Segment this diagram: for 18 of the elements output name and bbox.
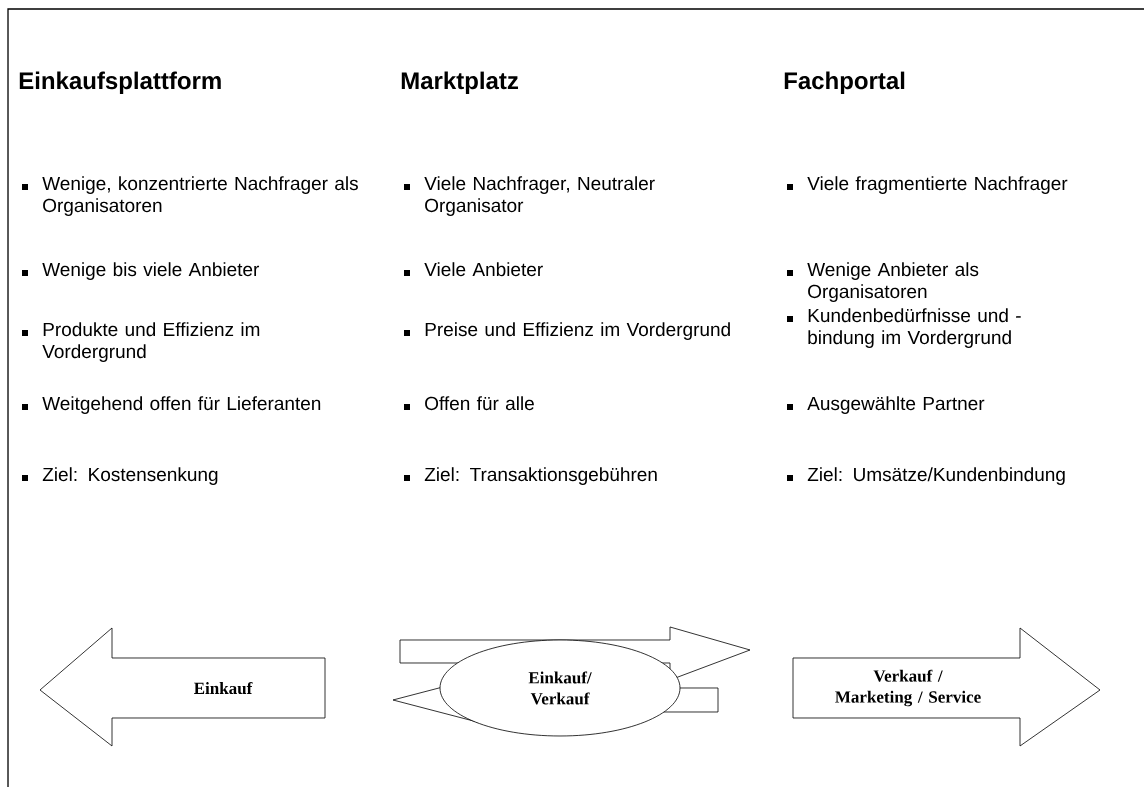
bullet-text: Wenige bis viele Anbieter — [42, 262, 260, 280]
bullet-text: Ausgewählte Partner — [807, 396, 985, 414]
bullet-text: Offen für alle — [425, 396, 534, 411]
bullet-text: Weitgehend offen für Lieferanten — [42, 396, 321, 414]
column-heading: Einkaufsplattform — [19, 71, 221, 94]
bullet-text: Ziel: Transaktionsgebühren — [424, 467, 657, 485]
column-heading: Fachportal — [784, 71, 905, 94]
bullet-text: Kundenbedürfnisse und -bindung im Vordergrund — [808, 308, 1021, 348]
bullet-text: Wenige, konzentrierte Nachfrager als Organisatoren — [42, 176, 358, 216]
bullet-text: Ziel: Umsätze/Kundenbindung — [807, 467, 1065, 485]
bullet-text: Preise und Effizienz im Vordergrund — [425, 322, 730, 340]
bullet-text: Produkte und Effizienz im Vordergrund — [42, 322, 260, 362]
bullet-text: Viele fragmentierte Nachfrager — [807, 176, 1068, 194]
bullet-text: Ziel: Kostensenkung — [42, 467, 218, 485]
bullet-text: Wenige Anbieter als Organisatoren — [807, 262, 979, 302]
bullet-text: Viele Anbieter — [424, 262, 543, 277]
column-heading: Marktplatz — [401, 71, 518, 94]
bullet-text: Viele Nachfrager, Neutraler Organisator — [424, 176, 655, 216]
